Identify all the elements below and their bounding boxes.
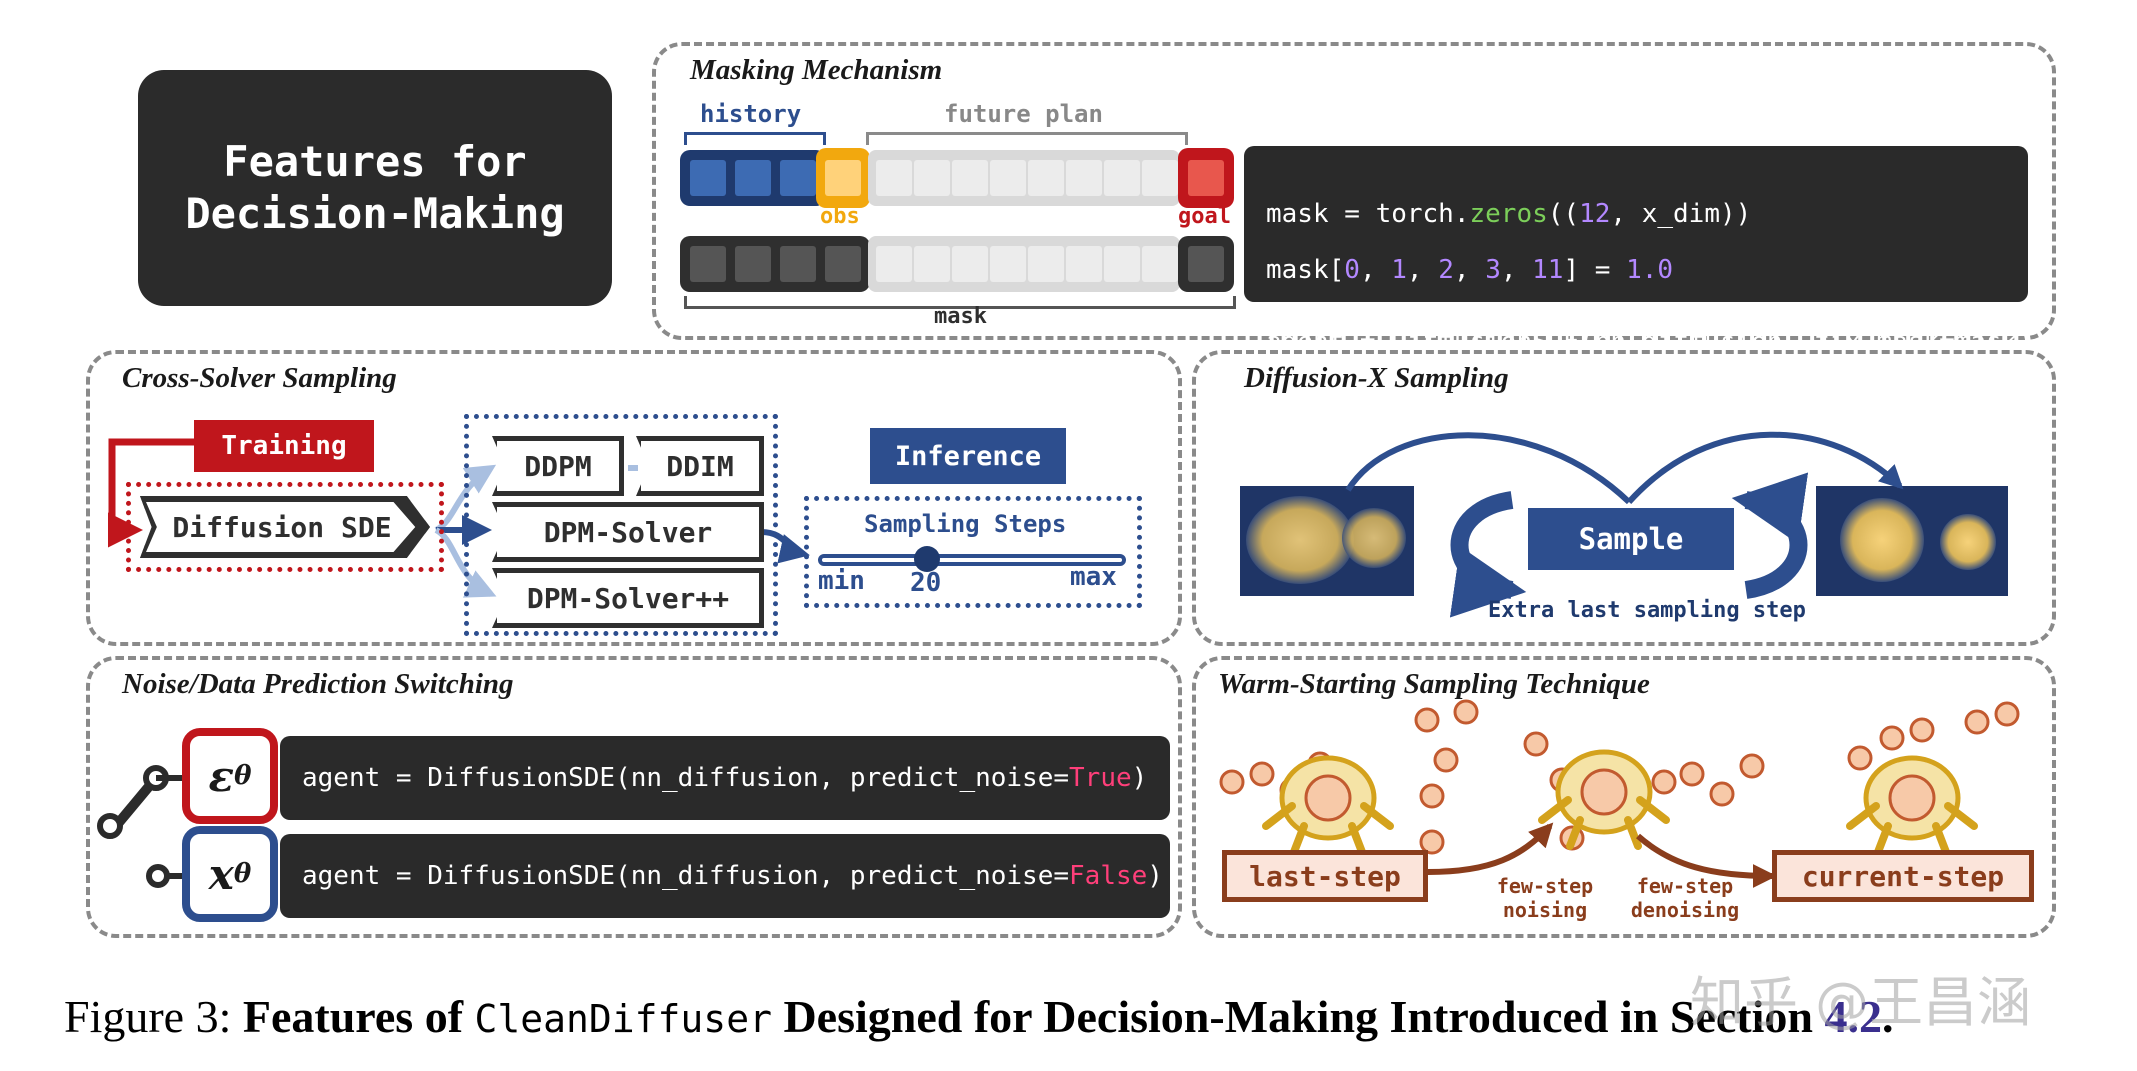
mask-free-cell	[1066, 246, 1102, 282]
warm-start-graphic	[1219, 699, 2020, 888]
right-curve-arrow	[1626, 431, 1904, 505]
theta-subscript: θ	[233, 859, 252, 889]
ddpm-box: DDPM	[492, 436, 624, 496]
diffusion-sde-frame	[126, 482, 444, 572]
switch-lever[interactable]	[96, 760, 186, 900]
warm-start-title: Warm-Starting Sampling Technique	[1218, 668, 1650, 700]
left-curve-arrow	[1345, 432, 1632, 505]
noising-arrow	[1427, 822, 1554, 875]
x-symbol: x	[208, 849, 234, 899]
slider-min-label: min	[818, 566, 865, 596]
history-cell	[690, 160, 726, 196]
watermark: 知乎 @王昌涵	[1690, 971, 2032, 1034]
code-line-1: mask = torch.zeros((12, x_dim))	[1266, 199, 1752, 229]
history-cell	[735, 160, 771, 196]
to-sampling-arrow	[760, 529, 810, 564]
masking-code-block: mask = torch.zeros((12, x_dim)) mask[0, …	[1244, 146, 2033, 356]
sampling-steps-label: Sampling Steps	[864, 510, 1067, 538]
obs-cell	[825, 160, 861, 196]
section-ref-link[interactable]: 4.2	[1824, 991, 1882, 1042]
mask-free-cell	[1142, 246, 1178, 282]
mask-bracket	[684, 296, 1236, 309]
cross-solver-title: Cross-Solver Sampling	[122, 362, 397, 394]
theta-subscript: θ	[234, 761, 252, 791]
diffusion-sde-label: Diffusion SDE	[146, 502, 416, 552]
current-step-box: current-step	[1772, 850, 2034, 902]
mask-free-cell	[1104, 246, 1140, 282]
noise-switch-title: Noise/Data Prediction Switching	[122, 668, 514, 700]
mask-cell	[735, 246, 771, 282]
loop-left-arrow	[1449, 491, 1527, 618]
last-step-box: last-step	[1222, 850, 1428, 902]
history-label: history	[700, 100, 802, 128]
history-cell	[780, 160, 816, 196]
future-cell	[876, 160, 912, 196]
ddim-box: DDIM	[636, 436, 764, 496]
dpm-solver-pp-box: DPM-Solver++	[492, 568, 764, 628]
sample-box: Sample	[1528, 508, 1734, 570]
slider-value-label: 20	[910, 568, 942, 598]
mask-free-cell	[952, 246, 988, 282]
history-bracket	[684, 132, 826, 145]
future-plan-label: future plan	[944, 100, 1103, 128]
predict-noise-false-code: agent = DiffusionSDE(nn_diffusion, predi…	[280, 834, 1170, 918]
mask-cell	[690, 246, 726, 282]
eps-symbol: ε	[208, 751, 235, 801]
inference-box: Inference	[870, 428, 1066, 484]
panel-diffusion-x	[1192, 350, 2056, 646]
mask-free-cell	[914, 246, 950, 282]
future-cell	[914, 160, 950, 196]
code-line-2: mask[0, 1, 2, 3, 11] = 1.0	[1266, 255, 1674, 285]
solvers-frame	[464, 414, 778, 636]
loop-right-arrow	[1731, 472, 1809, 599]
sampling-steps-frame	[804, 496, 1142, 608]
sampling-slider-handle[interactable]	[914, 546, 940, 572]
obs-label: obs	[820, 204, 860, 229]
mask-free-cell	[1028, 246, 1064, 282]
panel-cross-solver	[86, 350, 1182, 646]
future-cell	[990, 160, 1026, 196]
future-cell	[1028, 160, 1064, 196]
panel-warm-start	[1192, 656, 2056, 938]
title-line-1: Features for	[223, 137, 527, 186]
future-cell	[1104, 160, 1140, 196]
diffusion-x-title: Diffusion-X Sampling	[1244, 362, 1509, 394]
agent-icon-3	[1846, 755, 1978, 856]
denoising-arrow	[1636, 833, 1777, 888]
mask-cell	[780, 246, 816, 282]
training-box: Training	[194, 420, 374, 472]
diffusion-x-graphic	[1240, 431, 2008, 618]
figure-caption: Figure 3: Features of CleanDiffuser Desi…	[64, 991, 1894, 1042]
mask-label: mask	[934, 304, 987, 329]
panel-noise-switch	[86, 656, 1182, 938]
mask-cell	[1188, 246, 1224, 282]
goal-label: goal	[1178, 204, 1231, 229]
title-box: Features for Decision-Making	[138, 70, 612, 306]
agent-icon-1	[1262, 755, 1394, 856]
mask-cell	[825, 246, 861, 282]
future-cell	[952, 160, 988, 196]
future-cell	[1066, 160, 1102, 196]
goal-cell	[1188, 160, 1224, 196]
future-cell	[1142, 160, 1178, 196]
masking-title: Masking Mechanism	[690, 54, 943, 86]
mask-free-cell	[876, 246, 912, 282]
future-bracket	[866, 132, 1188, 145]
panel-masking	[652, 42, 2056, 340]
dpm-solver-box: DPM-Solver	[492, 502, 764, 562]
mask-free-cell	[990, 246, 1026, 282]
predict-noise-true-code: agent = DiffusionSDE(nn_diffusion, predi…	[280, 736, 1170, 820]
sampling-slider-track[interactable]	[818, 554, 1126, 566]
slider-max-label: max	[1070, 562, 1117, 592]
diffusion-x-caption: Extra last sampling step	[1488, 598, 1806, 623]
agent-icon-2	[1538, 749, 1670, 850]
training-arrow	[108, 438, 198, 548]
title-line-2: Decision-Making	[185, 189, 565, 238]
